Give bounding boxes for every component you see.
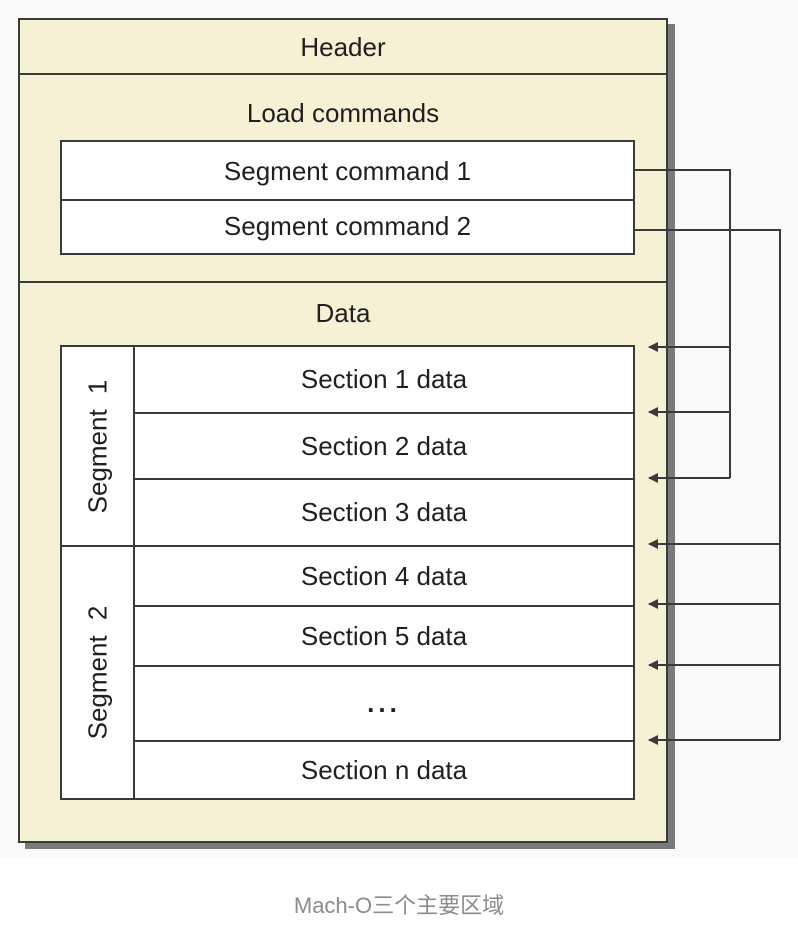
data-title: Data xyxy=(315,298,371,328)
header-divider xyxy=(18,73,668,75)
section-1-data: Section 1 data xyxy=(135,347,633,414)
section-3-data: Section 3 data xyxy=(135,480,633,547)
segment-1-connector xyxy=(635,169,731,478)
segment-1-column: Segment 1 xyxy=(62,347,135,547)
data-box: Segment 1 Segment 2 Section 1 data Secti… xyxy=(60,345,635,800)
connector-arrows xyxy=(635,169,781,745)
figure-caption: Mach-O三个主要区域 xyxy=(293,893,505,918)
data-divider xyxy=(18,281,668,283)
segment-2-column: Segment 2 xyxy=(62,547,135,798)
load-commands-title: Load commands xyxy=(246,98,440,128)
ellipsis-row: ... xyxy=(135,667,633,742)
section-4-data: Section 4 data xyxy=(135,547,633,607)
section-5-data: Section 5 data xyxy=(135,607,633,667)
section-2-data: Section 2 data xyxy=(135,414,633,480)
load-commands-box: Segment command 1 Segment command 2 xyxy=(60,140,635,255)
segment-2-connector xyxy=(635,229,781,740)
header-label: Header xyxy=(300,32,386,62)
segment-command-1: Segment command 1 xyxy=(62,144,633,201)
segment-command-2: Segment command 2 xyxy=(223,211,472,241)
section-n-data: Section n data xyxy=(300,754,468,785)
